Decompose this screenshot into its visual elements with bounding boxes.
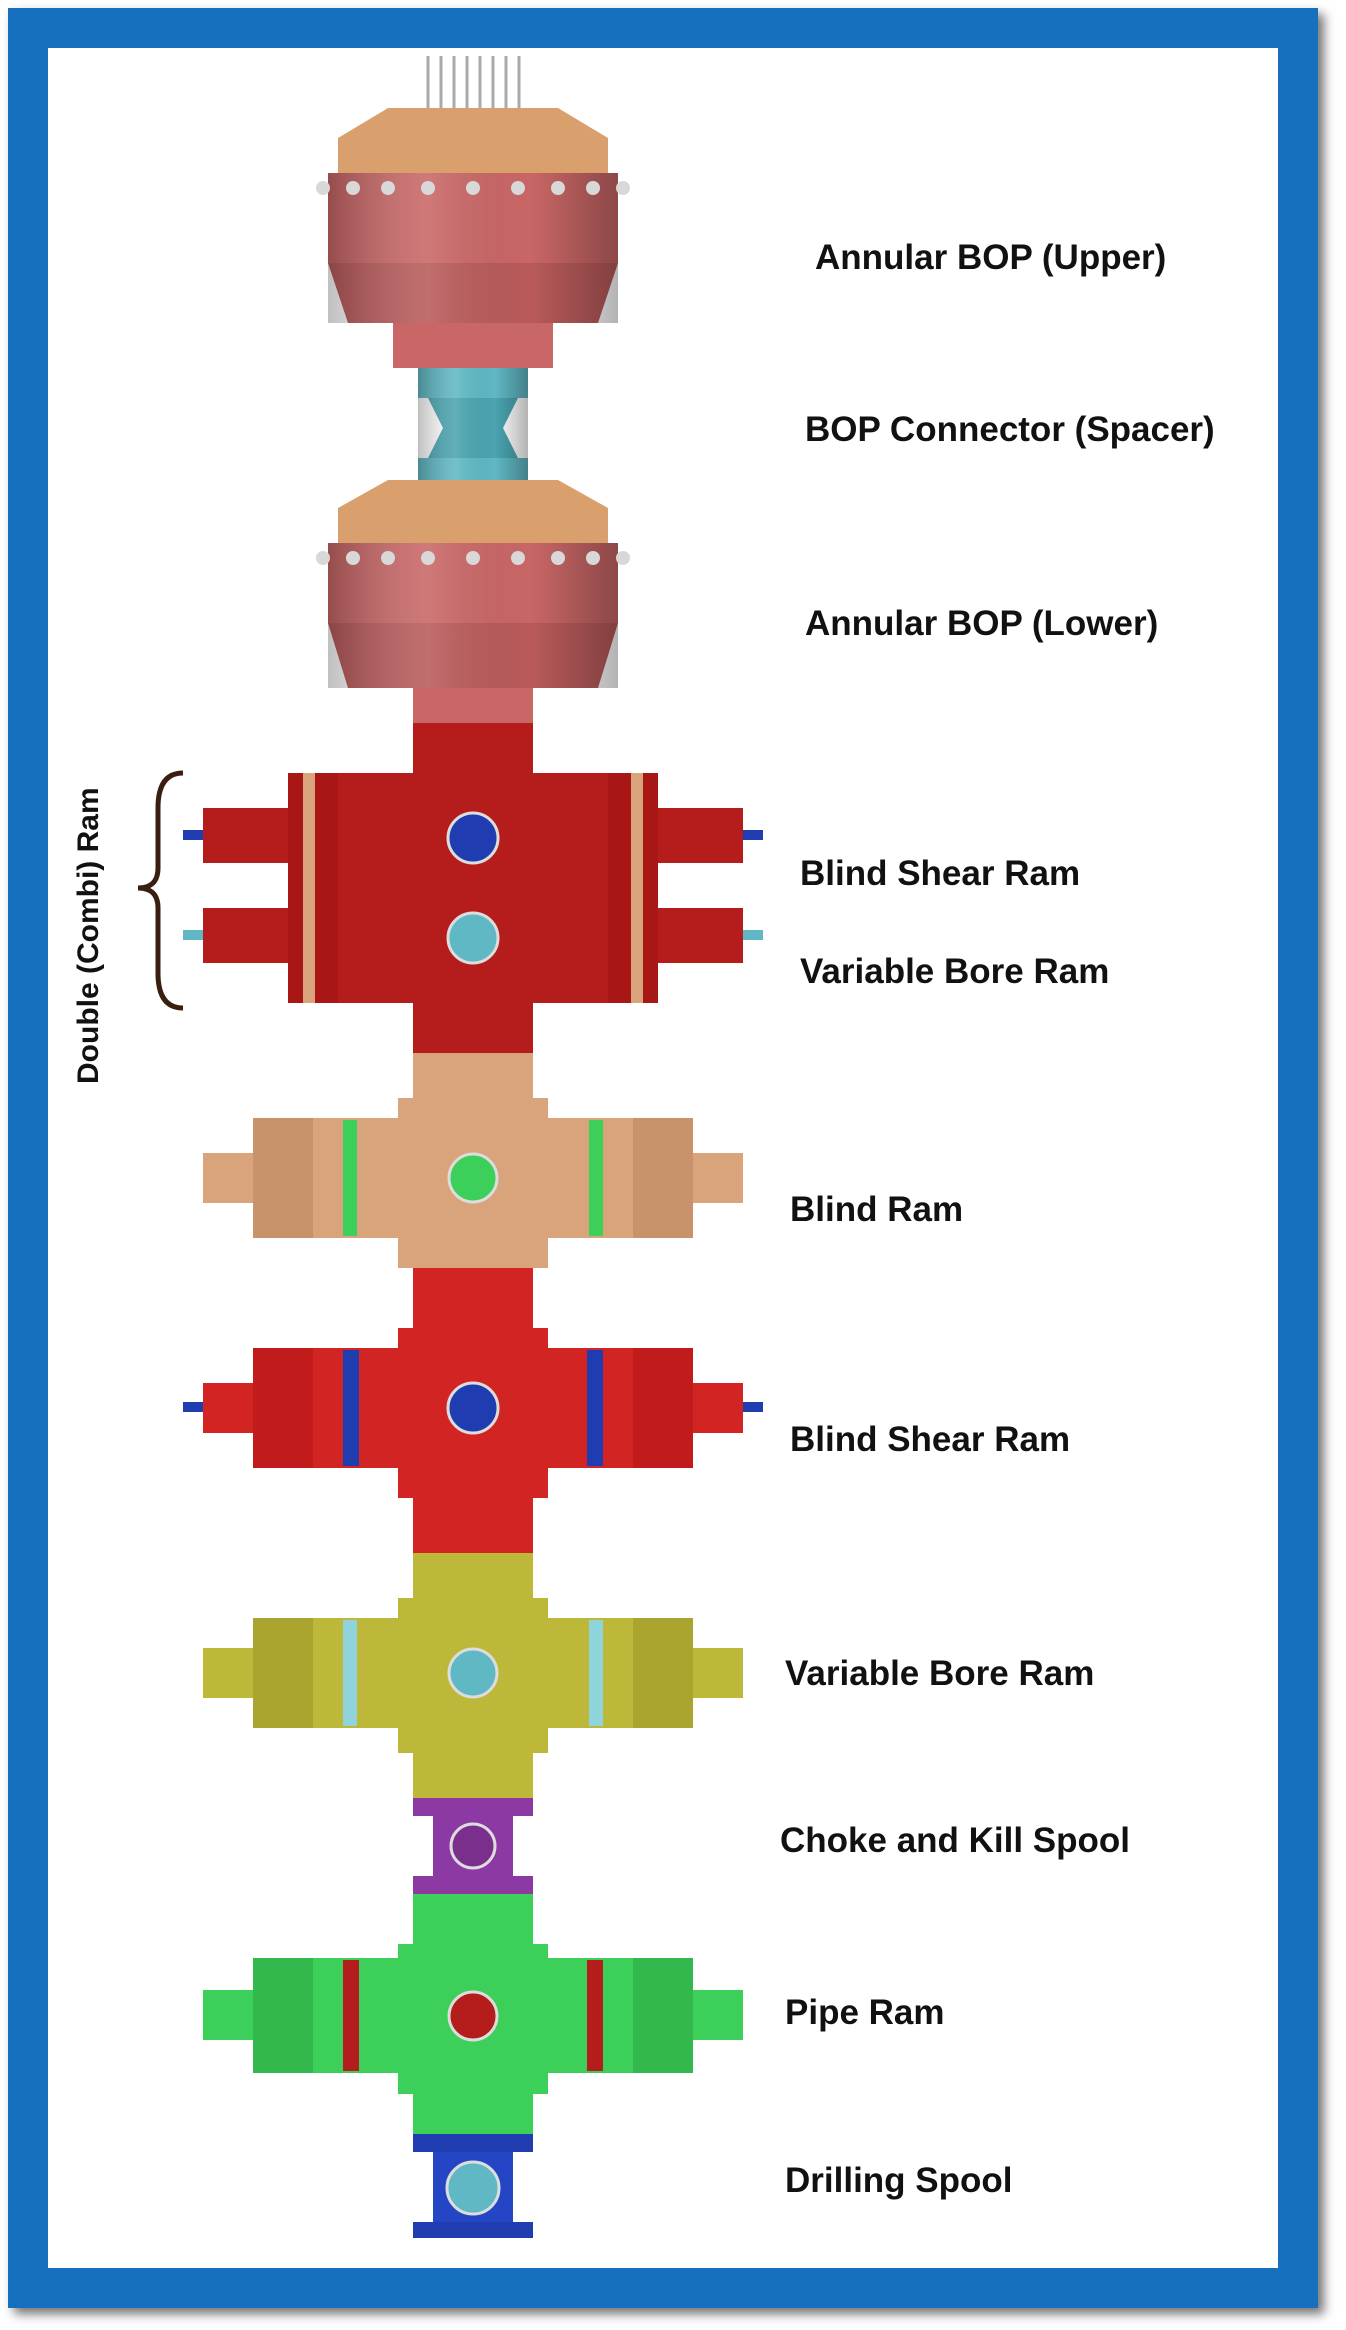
blind-ram-part: [203, 1053, 743, 1268]
label-variable-bore-ram-1: Variable Bore Ram: [800, 952, 1110, 991]
label-variable-bore-ram-2: Variable Bore Ram: [785, 1654, 1095, 1693]
label-drilling-spool: Drilling Spool: [785, 2161, 1013, 2200]
variable-bore-port: [446, 911, 500, 965]
annular-bop-upper-part: [316, 56, 630, 368]
top-studs: [426, 56, 521, 108]
annular-upper-cap: [338, 108, 608, 173]
combi-ram-brace: [137, 770, 184, 1011]
label-annular-lower: Annular BOP (Lower): [805, 604, 1159, 643]
annular-lower-bolts: [316, 551, 630, 565]
blind-shear-port: [446, 811, 500, 865]
diagram-frame: Annular BOP (Upper) BOP Connector (Space…: [8, 8, 1318, 2308]
label-blind-ram: Blind Ram: [790, 1190, 964, 1229]
choke-kill-spool-part: [413, 1798, 533, 1894]
label-pipe-ram: Pipe Ram: [785, 1993, 945, 2032]
label-choke-kill-spool: Choke and Kill Spool: [780, 1821, 1131, 1860]
label-blind-shear-ram-1: Blind Shear Ram: [800, 854, 1081, 893]
bop-stack-illustration: [137, 56, 763, 2238]
label-annular-upper: Annular BOP (Upper): [815, 238, 1167, 277]
label-blind-shear-ram-2: Blind Shear Ram: [790, 1420, 1071, 1459]
label-bop-connector: BOP Connector (Spacer): [805, 410, 1215, 449]
blind-shear-ram-part: [183, 1268, 763, 1553]
label-double-combi-ram: Double (Combi) Ram: [72, 787, 105, 1084]
double-combi-ram-part: [183, 723, 763, 1053]
variable-bore-ram-part: [203, 1553, 743, 1798]
drilling-spool-part: [413, 2134, 533, 2238]
annular-upper-bolts: [316, 181, 630, 195]
annular-bop-lower-part: [316, 480, 630, 723]
bop-connector-part: [418, 368, 528, 480]
pipe-ram-part: [203, 1894, 743, 2134]
